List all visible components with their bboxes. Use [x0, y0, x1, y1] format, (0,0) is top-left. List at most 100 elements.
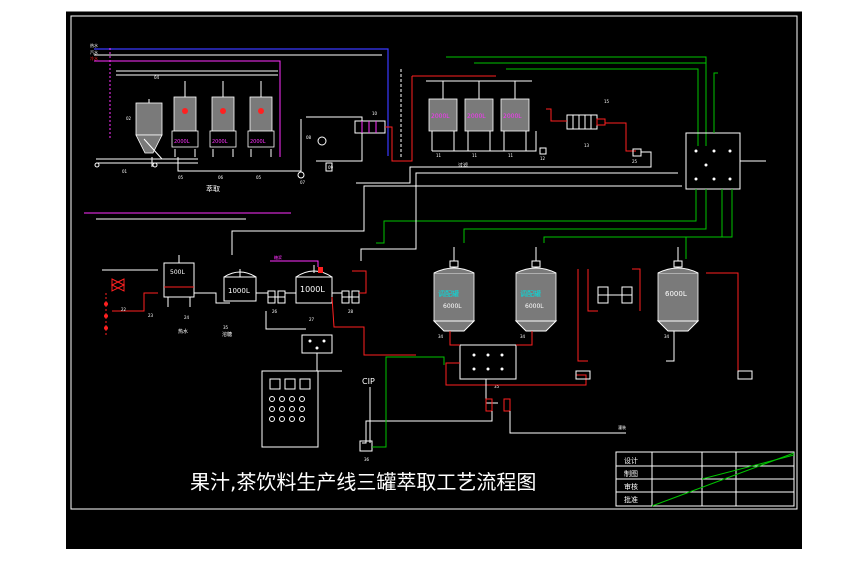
num-34c: 34 [664, 334, 670, 339]
num-12: 12 [540, 156, 546, 161]
blend-out-3 [666, 331, 675, 362]
num-11a: 11 [436, 153, 442, 158]
sugar-pump-pair-2 [341, 290, 360, 304]
blend-manifold [459, 344, 517, 380]
blend-manifold-port-3 [500, 353, 504, 357]
inlet-label-hot: 热水 [90, 42, 98, 48]
distribution-manifold [685, 132, 741, 190]
fill-return-white [362, 411, 493, 444]
white-supply-line [360, 172, 678, 261]
red-water-pipe [112, 292, 158, 312]
blend-tank-2-name: 调配罐 [520, 289, 541, 298]
white-supply-line-2 [231, 185, 682, 255]
water-heater-valve [110, 278, 126, 292]
cip-label: CIP [362, 377, 375, 386]
hot-water-tank [163, 255, 195, 307]
title-block [615, 451, 795, 507]
cabinet-meter-2 [284, 378, 296, 390]
inlet-label-steam: 汽水 [90, 49, 98, 55]
title-block-row-design: 设计 [624, 456, 638, 465]
num-34a: 34 [438, 334, 444, 339]
extraction-tank-2 [209, 81, 237, 157]
blend-tank-2 [514, 247, 558, 332]
blend-tank-1-volume: 6000L [443, 303, 462, 310]
num-05a: 05 [178, 175, 184, 180]
water-to-sugar [194, 292, 230, 304]
red-transfer-pipe [385, 76, 413, 162]
green-header-3 [506, 68, 699, 146]
manifold-port-7 [728, 177, 732, 181]
blend-out-2 [516, 331, 533, 346]
hot-water-tank-label: 500L [170, 269, 185, 276]
num-27: 27 [309, 317, 315, 322]
sugar-manifold-out [316, 353, 342, 372]
blend-tank-1 [432, 247, 476, 332]
valve-09 [325, 162, 333, 172]
filter-08 [317, 136, 327, 146]
inner-frame [70, 15, 798, 510]
cip-return-green [372, 356, 445, 448]
extract-loop-pipe [306, 116, 363, 162]
blue-inlet-pipe [94, 48, 389, 156]
sugar-tank-2-label: 1000L [300, 285, 325, 294]
num-22: 22 [121, 307, 127, 312]
manifold-port-2 [712, 149, 716, 153]
storage-outlet-header [432, 131, 537, 152]
manifold-port-1 [694, 149, 698, 153]
fill-valve-1 [485, 398, 493, 412]
blend-red-riser-2 [587, 269, 598, 312]
drawing-sheet: 热水 汽水 冷水 02 01 [66, 11, 802, 549]
green-header-1 [446, 56, 707, 146]
pump-blend-2 [737, 370, 753, 380]
sugar-manifold [301, 334, 333, 354]
sugar-tank-1 [223, 269, 257, 302]
blend-tank-3 [656, 247, 700, 332]
filter-out-red [605, 122, 636, 152]
green-line-d [543, 189, 723, 243]
cip-number: 36 [364, 457, 370, 462]
cip-pump [359, 440, 373, 452]
extraction-section-label: 萃取 [206, 184, 220, 193]
blend-tank-2-volume: 6000L [525, 303, 544, 310]
num-34b: 34 [520, 334, 526, 339]
sugar-red-loop [352, 270, 367, 294]
extraction-tank-3 [247, 81, 275, 157]
blending-section: 调配罐 6000L 调配罐 6000L 6000L [362, 247, 753, 444]
extraction-tank-1-label: 2000L [174, 139, 190, 145]
blend-red-riser-3 [632, 268, 641, 311]
green-line-a [713, 72, 718, 133]
extraction-tank-3-label: 2000L [250, 139, 266, 145]
green-line-e [685, 189, 733, 259]
return-white-pipe [356, 151, 652, 184]
cabinet-meter-1 [269, 378, 281, 390]
num-05b: 05 [256, 175, 262, 180]
green-line-c [463, 189, 707, 243]
storage-section: 2000L 2000L 2000L 11 11 11 过滤 12 [356, 56, 766, 190]
fill-valve-2 [503, 398, 511, 412]
sugar-manifold-port-3 [315, 346, 319, 350]
control-cabinet [261, 370, 319, 448]
sugar-section: 1000L 35 溶糖 26 1000L 糖浆 27 28 [222, 254, 416, 356]
extraction-section: 热水 汽水 冷水 02 01 [84, 42, 389, 220]
sugar-red-out [331, 296, 416, 356]
water-section: 22 23 500L 热水 24 [102, 255, 230, 336]
sugar-manifold-port-2 [322, 339, 326, 343]
num-07: 07 [300, 180, 306, 185]
red-node-2 [104, 314, 108, 318]
pump-07 [297, 171, 305, 179]
blend-red-loop [445, 362, 587, 386]
num-15: 15 [604, 99, 610, 104]
num-28: 28 [348, 309, 354, 314]
title-block-row-drawing: 制图 [624, 469, 638, 478]
num-sugar-35: 35 [223, 325, 229, 330]
blend-tank-3-volume: 6000L [665, 290, 687, 298]
blend-out-1 [449, 331, 460, 346]
storage-tank-2-label: 2000L [467, 113, 486, 120]
conveyor [94, 138, 198, 168]
num-09: 09 [328, 165, 334, 170]
red-node-1 [104, 302, 108, 306]
sugar-top-label: 糖浆 [274, 254, 282, 260]
extraction-tank-1 [171, 81, 199, 157]
num-25: 25 [632, 159, 638, 164]
